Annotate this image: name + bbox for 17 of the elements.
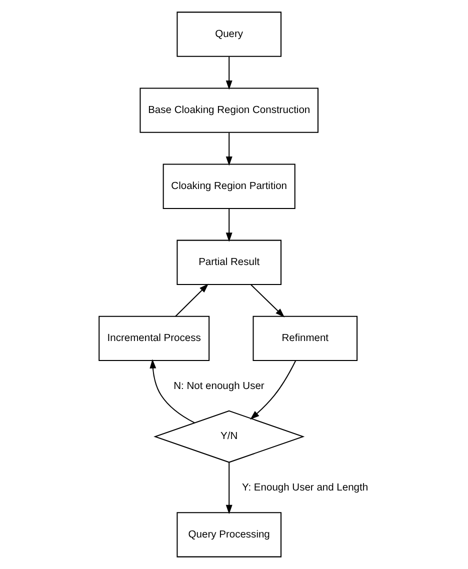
node-box: Partial Result: [176, 240, 282, 286]
arrow: [225, 462, 232, 514]
node-box: Query Processing: [176, 512, 282, 558]
edge-label: N: Not enough User: [173, 380, 264, 392]
node-box: Base Cloaking Region Construction: [139, 88, 318, 133]
arrow: [250, 360, 296, 420]
node-box: Cloaking Region Partition: [162, 164, 295, 209]
edge-label: Y: Enough User and Length: [241, 482, 368, 494]
arrow: [225, 56, 232, 90]
node-box: Refinment: [252, 316, 358, 362]
arrow: [225, 132, 232, 166]
node-box: Query: [176, 12, 282, 57]
arrow: [225, 208, 232, 242]
arrow: [174, 284, 208, 317]
arrow: [149, 359, 194, 424]
arrow: [250, 284, 284, 318]
node-box: Incremental Process: [98, 316, 210, 362]
